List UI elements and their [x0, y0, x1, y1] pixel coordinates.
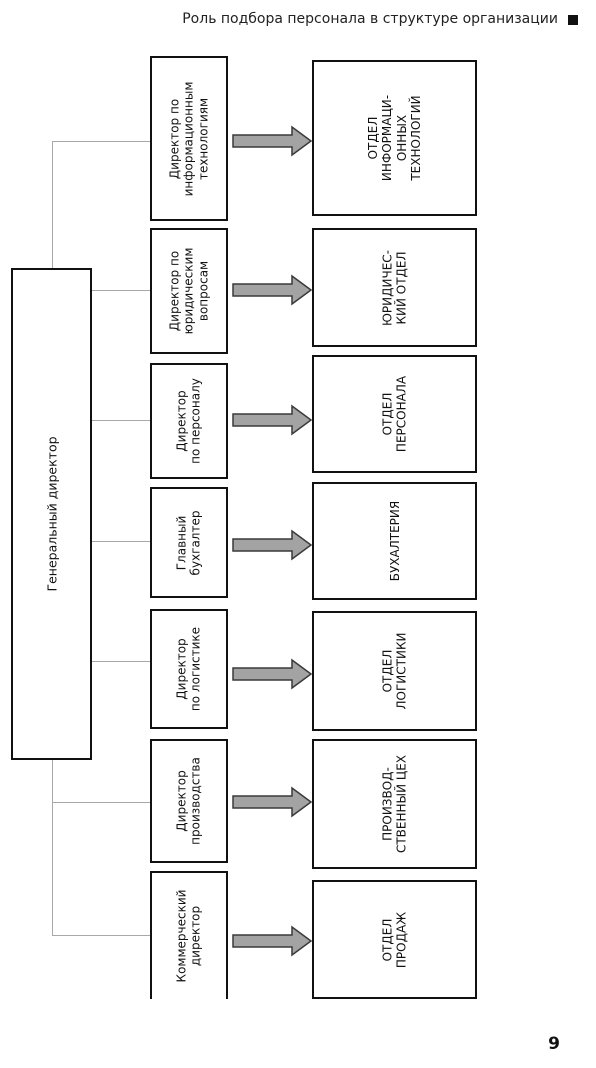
- ceo-box: Генеральный директор: [11, 268, 92, 760]
- arrow-right-icon: [232, 925, 313, 957]
- connector-row-6: [52, 802, 150, 803]
- connector-row-1: [52, 141, 150, 142]
- arrow-right-icon: [232, 274, 313, 306]
- arrow-right-icon: [232, 125, 313, 157]
- arrow-right-icon: [232, 658, 313, 690]
- department-label: ЮРИДИЧЕС-КИЙ ОТДЕЛ: [380, 249, 409, 326]
- connector-trunk-bottom: [52, 760, 53, 935]
- connector-row-5: [92, 661, 150, 662]
- department-label: ПРОИЗВОД-СТВЕННЫЙ ЦЕХ: [380, 754, 409, 854]
- ceo-label: Генеральный директор: [44, 436, 59, 592]
- department-box: ПРОИЗВОД-СТВЕННЫЙ ЦЕХ: [312, 739, 477, 869]
- department-box: ЮРИДИЧЕС-КИЙ ОТДЕЛ: [312, 228, 477, 347]
- connector-row-3: [92, 420, 150, 421]
- page-number: 9: [548, 1034, 560, 1054]
- connector-row-7: [52, 935, 150, 936]
- department-box: БУХАЛТЕРИЯ: [312, 482, 477, 600]
- header-square-marker: [568, 15, 578, 25]
- connector-trunk-top: [52, 141, 53, 268]
- arrow-right-icon: [232, 529, 313, 561]
- arrow-right-icon: [232, 404, 313, 436]
- page-header-title: Роль подбора персонала в структуре орган…: [182, 11, 558, 27]
- connector-row-4: [92, 541, 150, 542]
- connector-row-2: [92, 290, 150, 291]
- arrow-right-icon: [232, 786, 313, 818]
- department-label: БУХАЛТЕРИЯ: [387, 500, 402, 582]
